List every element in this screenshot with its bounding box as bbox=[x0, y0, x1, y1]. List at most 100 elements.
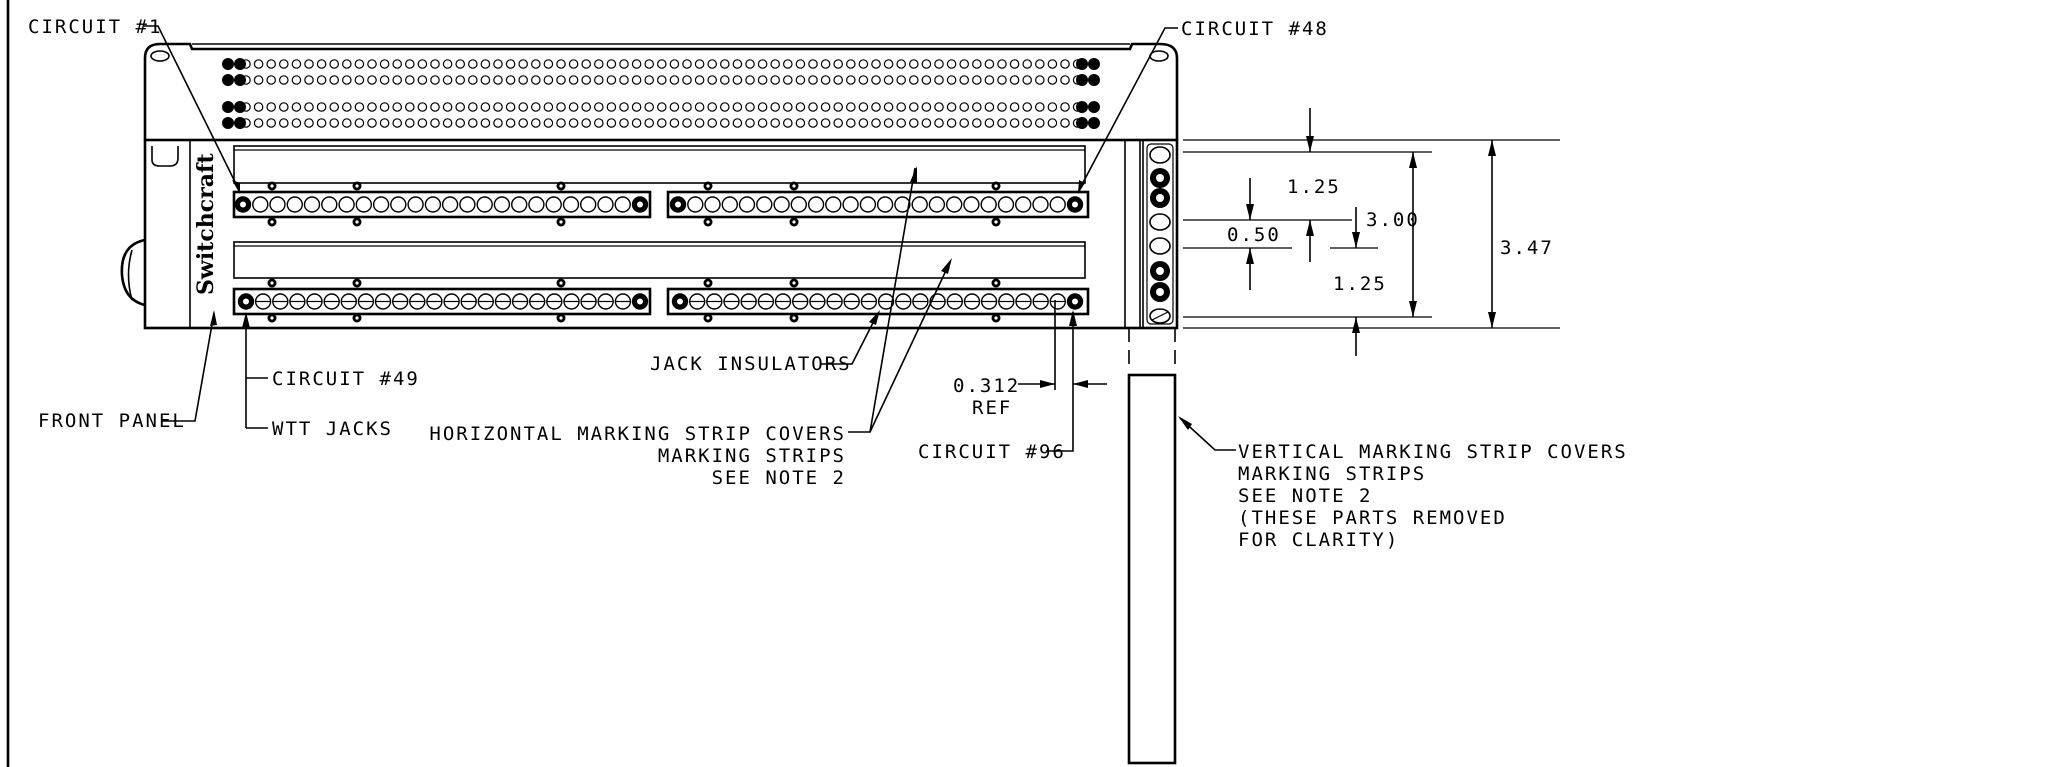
vent-hole bbox=[379, 118, 390, 128]
vent-hole bbox=[379, 75, 390, 85]
vent-hole bbox=[1022, 118, 1032, 128]
label-jack-insulators: JACK INSULATORS bbox=[650, 353, 852, 375]
vent-hole bbox=[820, 118, 831, 128]
jack bbox=[1049, 196, 1066, 213]
vent-hole bbox=[732, 59, 743, 69]
vent-hole bbox=[442, 75, 453, 85]
vent-hole bbox=[782, 118, 793, 128]
jack bbox=[355, 196, 372, 213]
jack bbox=[721, 196, 738, 213]
vent-hole bbox=[480, 102, 491, 112]
vent-hole bbox=[682, 75, 692, 85]
vent-hole bbox=[354, 59, 365, 69]
jack-center bbox=[637, 298, 643, 305]
jack bbox=[562, 196, 580, 213]
vent-hole bbox=[455, 118, 465, 128]
screw-slot bbox=[355, 220, 359, 224]
vent-hole bbox=[833, 118, 843, 128]
jack bbox=[597, 196, 614, 213]
vent-hole bbox=[404, 75, 415, 85]
vent-hole bbox=[593, 118, 604, 128]
vent-hole bbox=[845, 102, 856, 112]
vent-hole bbox=[367, 118, 377, 128]
vent-hole bbox=[266, 102, 276, 112]
dim-0-50: 0.50 bbox=[1227, 224, 1281, 246]
vent-hole bbox=[656, 59, 667, 69]
screw-slot bbox=[270, 316, 274, 320]
jack-insulator-upper-left bbox=[232, 190, 652, 219]
vent-hole bbox=[921, 75, 932, 85]
vent-hole bbox=[543, 59, 554, 69]
vent-hole bbox=[556, 75, 566, 85]
dim-ref: REF bbox=[972, 397, 1012, 419]
vent-hole bbox=[997, 102, 1007, 112]
vent-hole bbox=[266, 118, 276, 128]
screw-slot bbox=[706, 220, 710, 224]
label-vertical-cover-3: SEE NOTE 2 bbox=[1238, 485, 1372, 507]
vent-hole bbox=[770, 75, 780, 85]
vent-hole bbox=[568, 102, 579, 112]
vent-hole bbox=[392, 75, 402, 85]
vent-hole bbox=[568, 59, 579, 69]
vent-hole bbox=[631, 75, 642, 85]
vent-hole-filled bbox=[234, 58, 246, 70]
vent-hole bbox=[278, 118, 289, 128]
screw-slot bbox=[792, 281, 796, 285]
vent-hole bbox=[908, 75, 919, 85]
vent-hole bbox=[505, 75, 516, 85]
jack bbox=[493, 196, 511, 213]
vent-hole bbox=[316, 59, 327, 69]
vent-hole bbox=[833, 75, 843, 85]
vent-hole bbox=[304, 118, 314, 128]
vent-hole bbox=[556, 102, 566, 112]
vent-hole bbox=[581, 75, 591, 85]
vent-hole bbox=[908, 102, 919, 112]
vent-hole bbox=[505, 118, 516, 128]
vent-hole bbox=[871, 59, 881, 69]
vent-hole bbox=[934, 118, 944, 128]
jack-center bbox=[637, 201, 643, 208]
screw-slot bbox=[355, 184, 359, 188]
jack bbox=[842, 196, 859, 213]
vent-hole bbox=[644, 59, 654, 69]
jack bbox=[963, 196, 980, 213]
label-vertical-cover-5: FOR CLARITY) bbox=[1238, 529, 1399, 551]
vertical-marking-strip-cover bbox=[1127, 373, 1177, 765]
screw-slot bbox=[559, 184, 563, 188]
vent-hole bbox=[606, 75, 617, 85]
vent-hole bbox=[997, 75, 1007, 85]
vent-hole bbox=[694, 118, 705, 128]
vent-hole bbox=[669, 59, 680, 69]
vent-hole bbox=[304, 75, 314, 85]
vent-hole-filled bbox=[234, 74, 246, 86]
jack-center bbox=[1072, 201, 1078, 208]
screw-slot bbox=[355, 281, 359, 285]
vent-hole bbox=[493, 59, 503, 69]
vent-hole bbox=[946, 118, 957, 128]
vent-hole bbox=[619, 59, 629, 69]
vent-hole-filled bbox=[1088, 101, 1100, 113]
vent-hole bbox=[392, 102, 402, 112]
jack bbox=[704, 196, 721, 213]
jack bbox=[476, 196, 493, 213]
jack bbox=[459, 196, 476, 213]
vent-hole bbox=[745, 59, 755, 69]
vent-hole bbox=[568, 75, 579, 85]
vent-hole-filled bbox=[234, 117, 246, 129]
vent-hole bbox=[656, 75, 667, 85]
vent-hole bbox=[367, 102, 377, 112]
vent-hole bbox=[1022, 75, 1032, 85]
label-circuit-48: CIRCUIT #48 bbox=[1181, 18, 1329, 40]
screw-slot bbox=[355, 316, 359, 320]
jack-center bbox=[675, 201, 681, 208]
vent-hole bbox=[656, 102, 667, 112]
jack bbox=[252, 196, 269, 213]
vent-hole-filled bbox=[222, 74, 234, 86]
vent-hole-filled bbox=[1076, 101, 1088, 113]
vent-hole bbox=[556, 59, 566, 69]
label-circuit-96: CIRCUIT #96 bbox=[918, 441, 1066, 463]
vent-hole bbox=[732, 102, 743, 112]
vent-hole bbox=[883, 102, 894, 112]
vent-hole bbox=[404, 102, 415, 112]
screw-slot bbox=[270, 220, 274, 224]
